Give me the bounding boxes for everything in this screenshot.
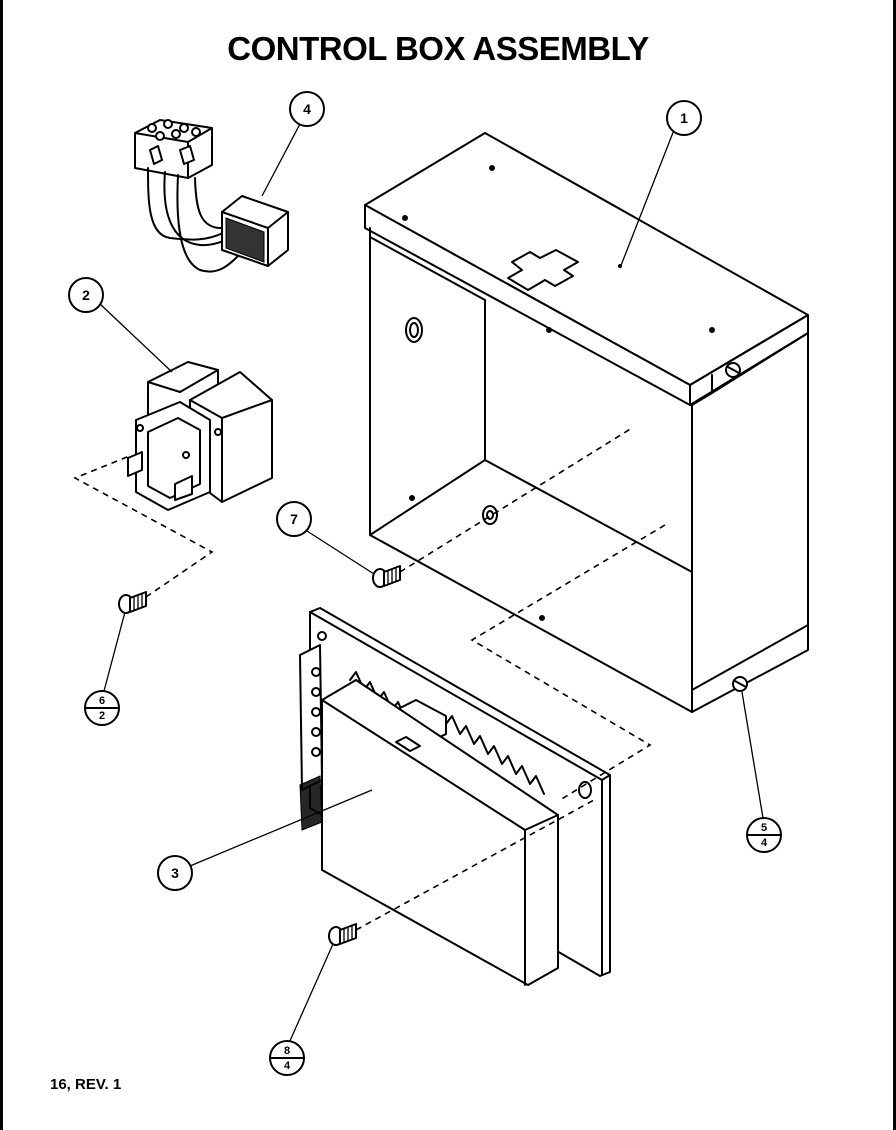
- leader-lines: [99, 121, 764, 1044]
- callout-6-2-bottom: 2: [99, 710, 105, 722]
- callout-1-label: 1: [680, 110, 688, 126]
- control-board: [299, 607, 611, 986]
- screw-8-4: [328, 923, 357, 946]
- callout-5-4-top: 5: [761, 822, 767, 834]
- wire-harness-plug: [134, 119, 289, 273]
- callout-2-label: 2: [82, 287, 90, 303]
- callout-7: 7: [276, 501, 312, 537]
- callout-5-4: 5 4: [746, 817, 782, 853]
- transformer: [127, 361, 273, 511]
- callout-6-2: 6 2: [84, 690, 120, 726]
- callout-4-label: 4: [303, 101, 311, 117]
- callout-5-4-bottom: 4: [761, 837, 768, 849]
- revision-note: 16, REV. 1: [50, 1076, 122, 1093]
- callout-7-label: 7: [290, 511, 298, 527]
- screw-7: [372, 565, 401, 588]
- page-title: CONTROL BOX ASSEMBLY: [227, 30, 649, 67]
- callout-8-4-top: 8: [284, 1045, 290, 1057]
- callout-3-label: 3: [171, 865, 179, 881]
- callout-8-4-bottom: 4: [284, 1060, 291, 1072]
- assembly-lines: [73, 427, 666, 931]
- callout-6-2-top: 6: [99, 695, 105, 707]
- callout-8-4: 8 4: [269, 1040, 305, 1076]
- callout-4: 4: [289, 91, 325, 127]
- left-border-line: [0, 0, 3, 1130]
- screw-6-2: [118, 591, 147, 614]
- callout-2: 2: [68, 277, 104, 313]
- right-border-line: [893, 0, 896, 1130]
- callout-1: 1: [666, 100, 702, 136]
- control-box-housing: [364, 132, 809, 713]
- callout-3: 3: [157, 855, 193, 891]
